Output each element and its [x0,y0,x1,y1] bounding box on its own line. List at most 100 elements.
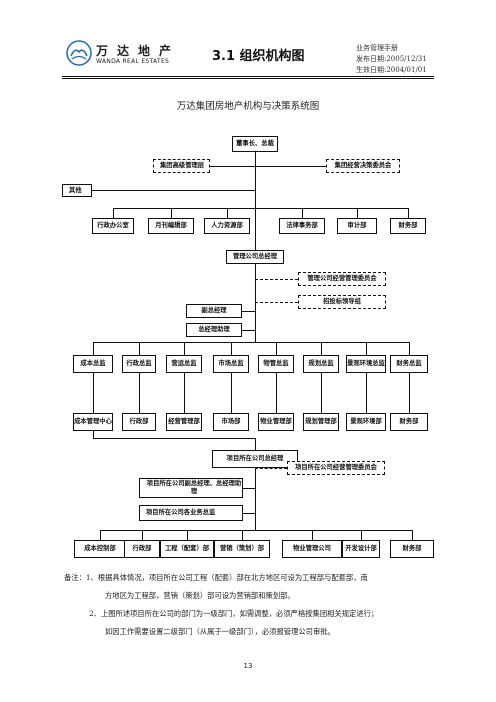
connector [276,373,277,413]
connector [255,468,256,530]
note-line-1: 备注：1、根据具体情况，项目所在公司工程（配套）部在北方地区可设为工程部与配套部… [64,573,368,582]
connector [92,190,255,191]
connector [357,208,358,218]
director-admin: 行政总监 [122,355,156,373]
connector [139,373,140,413]
deputy-gm-box: 副总经理 [186,304,242,318]
director-planning: 规划总监 [303,355,339,373]
hq-dept-admin-office: 行政办公室 [92,218,134,234]
project-dept-design: 开发设计部 [342,540,380,558]
connector [231,373,232,413]
director-cost: 成本总监 [73,355,113,373]
release-date: 发布日期:2005/12/31 [356,55,427,63]
section-title: 3.1 组织机构图 [212,49,305,64]
connector [187,530,188,540]
hq-dept-hr: 人力资源部 [204,218,250,234]
connector [93,342,94,355]
connector [93,438,256,439]
dashed-connector [255,302,298,303]
dept-planning: 规划管理部 [303,413,339,431]
note-line-4: 如因工作需要设置二级部门（从属于一级部门），必须报管理公司审批。 [105,627,335,636]
project-directors-box: 项目所在公司各业务总监 [139,505,243,521]
hq-dept-legal: 法律事务部 [279,218,325,234]
header-rule-thin [62,78,434,79]
connector [93,431,94,438]
connector [93,373,94,413]
header-rule [62,76,434,77]
dept-finance: 财务部 [390,413,428,431]
connector [255,152,256,166]
dept-operations: 经营管理部 [166,413,202,431]
connector [276,342,277,355]
dashed-connector [255,279,298,280]
group-committee-box: 集团经营决策委员会 [326,159,400,173]
hq-dept-audit: 审计部 [337,218,377,234]
group-management-box: 集团高级管理层 [153,159,210,173]
connector [210,166,326,167]
connector [243,488,255,489]
logo-english-text: WANDA REAL ESTATES [96,58,170,65]
connector [408,208,409,218]
connector [321,342,322,355]
wanda-logo-icon [66,40,92,66]
director-property: 物管总监 [258,355,294,373]
project-gm-box: 项目所在公司总经理 [212,450,298,468]
chairman-box: 董事长、总裁 [232,136,278,152]
connector [184,373,185,413]
connector [139,342,140,355]
hq-dept-magazine: 月刊编辑部 [148,218,194,234]
director-marketing: 市场总监 [213,355,249,373]
dashed-connector [255,468,287,469]
connector [227,208,228,218]
connector [312,530,313,540]
note-line-3: 2、上图所述项目所在公司的部门为一级部门，如需调整，必须严格按集团相关规定进行； [89,609,379,618]
project-dept-finance: 财务部 [390,540,434,558]
connector [242,311,255,312]
director-operations: 营运总监 [166,355,202,373]
project-dept-cost-control: 成本控制部 [74,540,126,558]
connector [255,264,256,342]
project-deputy-box: 项目所在公司副总经理、总经理助理 [139,478,243,498]
effective-date: 生效日期:2004/01/01 [356,66,427,74]
connector [184,342,185,355]
project-committee-box: 项目所在公司经营管理委员会 [287,461,385,475]
mgmt-gm-box: 管理公司总经理 [226,250,284,264]
connector [171,208,172,218]
connector [321,373,322,413]
connector [302,208,303,218]
manual-name: 业务管理手册 [356,44,398,52]
director-landscape: 景观环境总监 [346,355,386,373]
connector [113,208,114,218]
connector [231,342,232,355]
dept-marketing: 市场部 [213,413,249,431]
connector [242,330,255,331]
connector [113,208,408,209]
project-dept-engineering: 工程（配套）部 [160,540,214,558]
other-box: 其他 [62,184,92,197]
gm-assistant-box: 总经理助理 [186,323,242,337]
dept-cost-center: 成本管理中心 [73,413,113,431]
connector [366,342,367,355]
connector [243,513,255,514]
connector [412,530,413,540]
note-line-2: 方地区为工程部，营销（策划）部可设为营销部和策划部。 [105,591,295,600]
hq-dept-finance: 财务部 [390,218,426,234]
connector [409,342,410,355]
mgmt-committee-box: 管理公司经营管理委员会 [298,272,386,286]
dept-admin: 行政部 [122,413,156,431]
connector [93,342,409,343]
project-dept-sales: 营销（策划）部 [214,540,270,558]
project-dept-property-co: 物业管理公司 [282,540,342,558]
dept-property: 物业管理部 [258,413,294,431]
connector [100,530,101,540]
connector [242,530,243,540]
bid-group-box: 招投标领导组 [298,295,386,309]
connector [100,530,412,531]
logo-chinese-text: 万达地产 [96,44,181,58]
connector [255,438,256,450]
dept-landscape: 景观环境部 [346,413,386,431]
connector [142,530,143,540]
page-number: 13 [243,662,253,670]
director-finance: 财务总监 [390,355,428,373]
